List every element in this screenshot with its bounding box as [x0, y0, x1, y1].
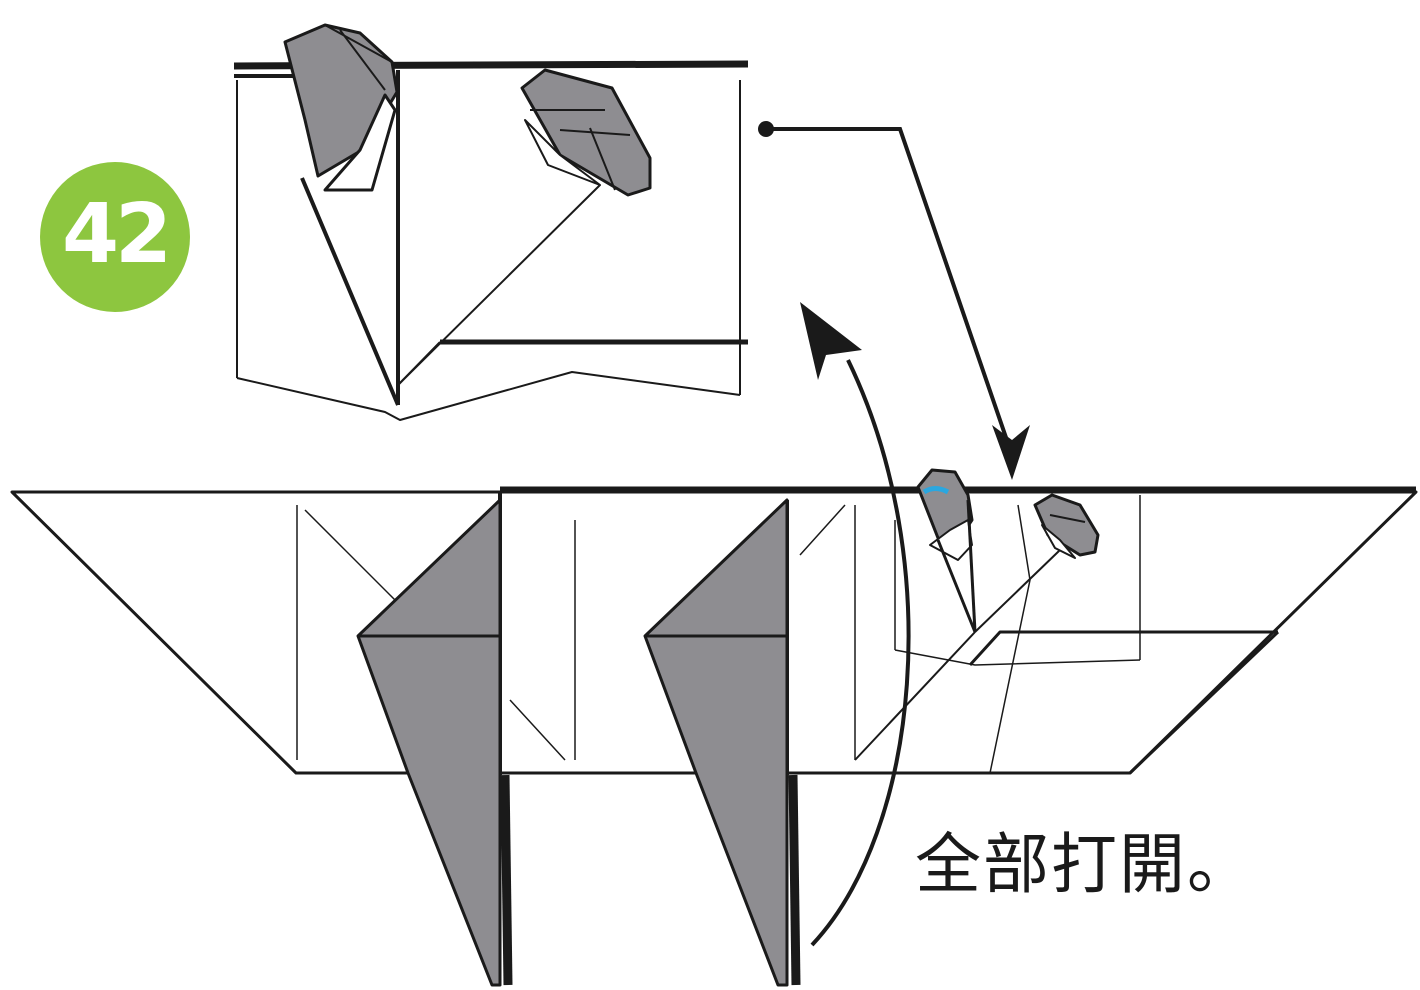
- unfold-arrow: [800, 302, 911, 947]
- step-number-badge: 42: [40, 162, 190, 312]
- instruction-text: 全部打開。: [915, 826, 1255, 903]
- step-number: 42: [61, 187, 172, 282]
- enlargement-pointer-arrow: [758, 121, 1030, 480]
- detail-view: [233, 23, 749, 421]
- main-model: [10, 468, 1418, 987]
